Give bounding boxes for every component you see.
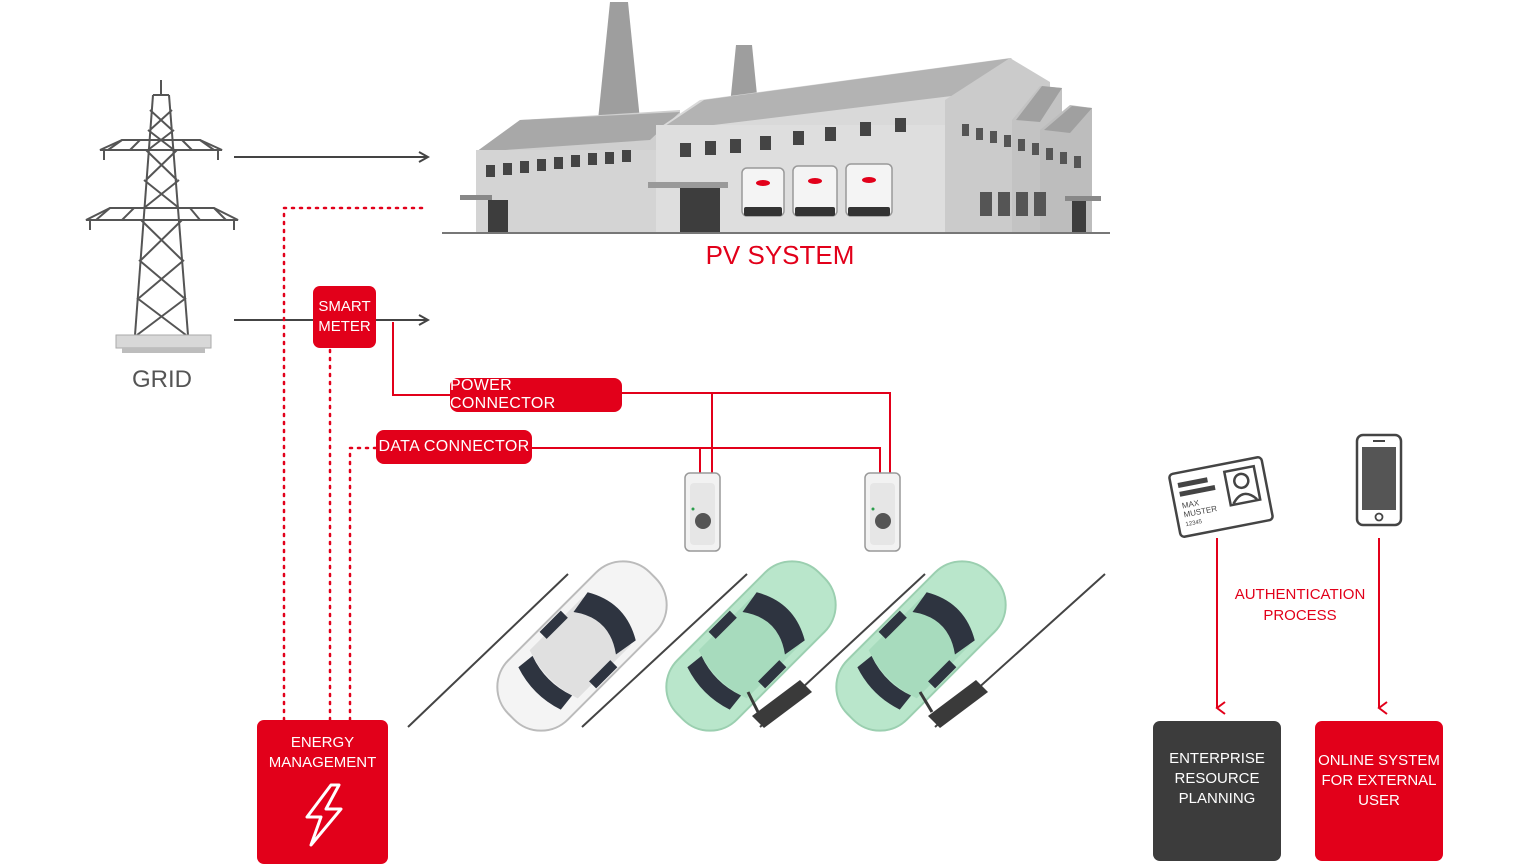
erp-box: ENTERPRISE RESOURCE PLANNING <box>1153 721 1281 861</box>
online-system-box: ONLINE SYSTEM FOR EXTERNAL USER <box>1315 721 1443 861</box>
smart-meter-label-line1: SMART <box>318 298 371 315</box>
data-connector-label: DATA CONNECTOR <box>376 430 532 464</box>
smart-meter-label-line2: METER <box>318 318 371 335</box>
online-label-line3: USER <box>1358 792 1400 809</box>
lightning-icon <box>305 783 342 847</box>
car-icon <box>835 560 1007 732</box>
id-card-icon: MAX MUSTER 12345 <box>1168 456 1274 538</box>
factory-building-icon <box>442 2 1110 234</box>
grid-label: GRID <box>132 366 192 393</box>
authentication-process-label: AUTHENTICATION PROCESS <box>1225 584 1375 626</box>
inverter-icon <box>741 167 785 217</box>
energy-management-label-line2: MANAGEMENT <box>268 754 377 771</box>
car-icon <box>496 560 668 732</box>
parking-lines <box>407 573 1106 728</box>
car-icon <box>665 560 837 732</box>
erp-label-line2: RESOURCE <box>1174 770 1260 787</box>
online-label-line2: FOR EXTERNAL <box>1321 772 1437 789</box>
smart-meter-box: SMART METER <box>313 286 376 348</box>
power-connector-label: POWER CONNECTOR <box>450 377 622 412</box>
card-name-line1: MAX <box>1181 498 1200 510</box>
erp-label-line1: ENTERPRISE <box>1169 750 1265 767</box>
auth-label-line2: PROCESS <box>1263 607 1337 624</box>
power-lines <box>392 322 891 473</box>
auth-label-line1: AUTHENTICATION <box>1234 586 1366 603</box>
charging-station-icon <box>684 472 721 552</box>
charging-station-icon <box>864 472 901 552</box>
pylon-base <box>115 334 212 353</box>
power-pylon-icon <box>85 80 239 336</box>
charging-plug-icon <box>746 680 988 728</box>
inverter-icon <box>792 165 838 217</box>
erp-label-line3: PLANNING <box>1178 790 1256 807</box>
smartphone-icon <box>1355 433 1403 527</box>
inverter-icon <box>845 163 893 217</box>
energy-management-label-line1: ENERGY <box>290 734 355 751</box>
card-number: 12345 <box>1185 519 1203 528</box>
energy-management-box: ENERGY MANAGEMENT <box>257 720 388 864</box>
data-dotted-lines <box>282 206 427 722</box>
pv-system-label: PV SYSTEM <box>705 240 855 270</box>
online-label-line1: ONLINE SYSTEM <box>1318 752 1440 769</box>
